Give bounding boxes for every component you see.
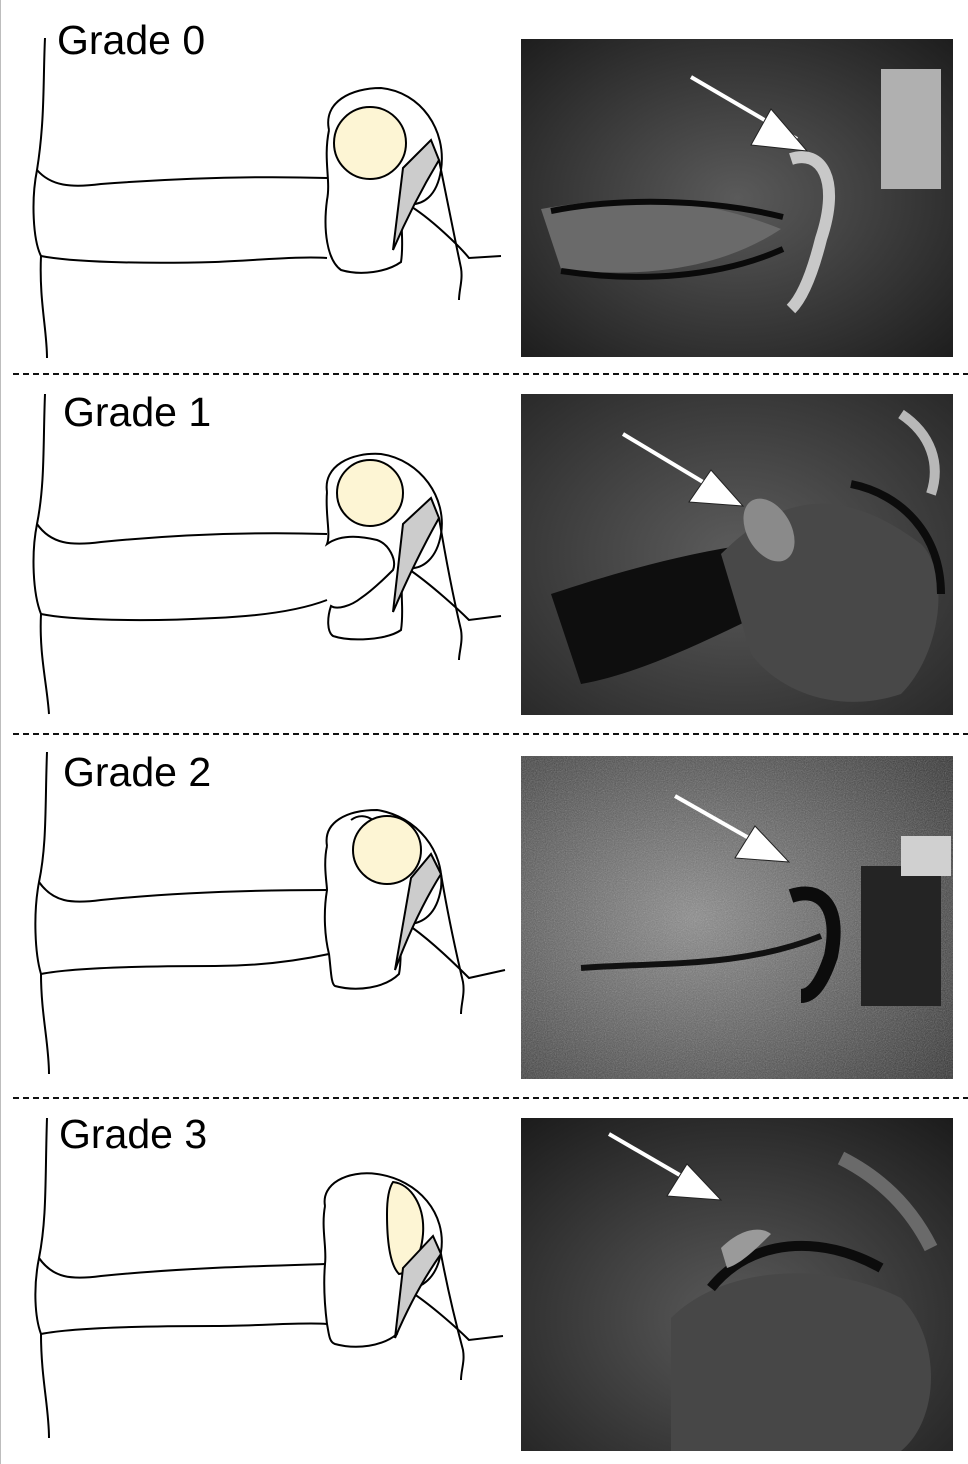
upper-endplate [37, 170, 327, 186]
upper-endplate [39, 1258, 325, 1278]
spinous-process [441, 874, 464, 1014]
grade-2-panel: Grade 2 [1, 734, 968, 1096]
mri-scan [521, 1118, 953, 1451]
grade-0-schematic [1, 0, 511, 372]
upper-endplate [39, 882, 327, 902]
vertebral-outline [34, 38, 47, 358]
grade-3-mri-image [521, 1118, 953, 1451]
lower-endplate [41, 1323, 327, 1334]
grade-0-mri-image [521, 39, 953, 357]
grade-3-schematic [1, 1098, 511, 1464]
grade-2-mri-image [521, 756, 953, 1079]
vertebral-outline [35, 1118, 49, 1438]
lower-endplate [41, 256, 327, 263]
grade-1-mri-image [521, 394, 953, 715]
nodule [337, 460, 403, 526]
lower-endplate [41, 600, 327, 620]
grade-0-panel: Grade 0 [1, 0, 968, 372]
upper-endplate [37, 524, 327, 544]
grade-2-schematic [1, 734, 511, 1096]
spinous-process [439, 518, 462, 660]
nodule [334, 107, 406, 179]
grade-3-panel: Grade 3 [1, 1098, 968, 1464]
grade-1-panel: Grade 1 [1, 374, 968, 732]
lower-endplate [41, 954, 329, 974]
vertebral-outline [34, 394, 49, 714]
mri-scan [521, 39, 953, 357]
grade-1-schematic [1, 374, 511, 732]
mri-scan [521, 394, 953, 715]
mri-scan [521, 756, 953, 1079]
vertebral-outline [35, 752, 49, 1074]
nodule [353, 816, 421, 884]
